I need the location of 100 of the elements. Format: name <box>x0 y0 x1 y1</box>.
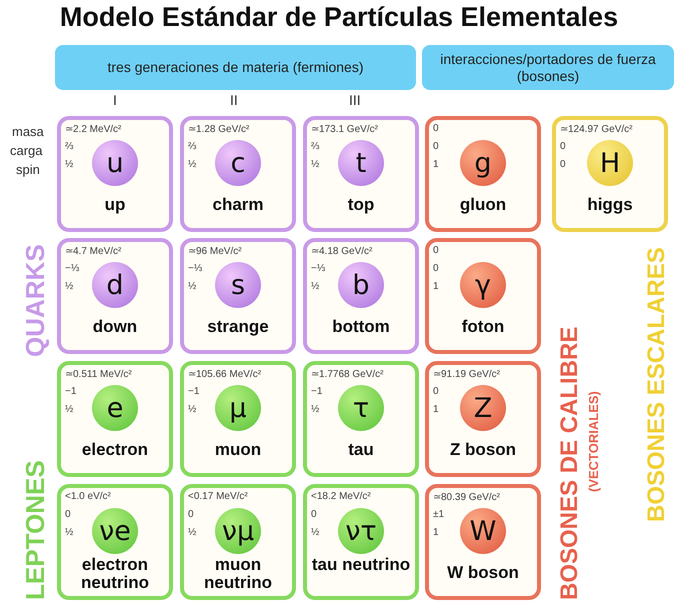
particle-name: W boson <box>446 564 520 582</box>
particle-name: electron <box>80 441 150 459</box>
particle-symbol: u <box>92 140 138 186</box>
header-band: interacciones/portadores de fuerza (bosones) <box>422 45 674 90</box>
spin-value: 1 <box>433 527 439 538</box>
particle-name: up <box>104 196 126 214</box>
spin-value: ½ <box>188 404 196 415</box>
category-label: BOSONES ESCALARES <box>643 247 671 522</box>
spin-value: ½ <box>188 281 196 292</box>
mass-value: ≃1.28 GeV/c² <box>188 123 250 135</box>
particle-card <box>57 361 173 477</box>
spin-value: ½ <box>188 527 196 538</box>
particle-card <box>303 484 419 600</box>
particle-name: charm <box>211 196 265 214</box>
particle-card <box>552 116 668 232</box>
spin-value: ½ <box>65 404 74 415</box>
spin-value: 1 <box>433 159 439 170</box>
particle-symbol: ντ <box>338 508 384 554</box>
charge-value: ⅔ <box>188 141 196 152</box>
category-label: LEPTONES <box>20 460 51 600</box>
mass-value: ≃0.511 MeV/c² <box>65 368 132 380</box>
charge-value: 0 <box>311 509 317 520</box>
particle-card <box>425 116 541 232</box>
mass-value: 0 <box>433 123 439 134</box>
particle-symbol: μ <box>215 385 261 431</box>
mass-value: ≃4.7 MeV/c² <box>65 245 122 257</box>
spin-value: ½ <box>65 281 74 292</box>
mass-value: 0 <box>433 245 439 256</box>
mass-value: <1.0 eV/c² <box>65 491 111 502</box>
particle-symbol: d <box>92 262 138 308</box>
particle-name: muon <box>214 441 262 459</box>
mass-value: ≃1.7768 GeV/c² <box>311 368 384 380</box>
mass-value: ≃96 MeV/c² <box>188 245 242 257</box>
generation-numeral: II <box>230 92 238 108</box>
charge-value: ⅔ <box>65 141 74 152</box>
charge-value: −⅓ <box>188 263 202 274</box>
category-label: BOSONES DE CALIBRE <box>556 326 584 600</box>
generation-numeral: III <box>349 92 361 108</box>
spin-value: ½ <box>311 159 320 170</box>
spin-value: ½ <box>188 159 196 170</box>
mass-value: ≃4.18 GeV/c² <box>311 245 372 257</box>
mass-value: <18.2 MeV/c² <box>311 491 371 502</box>
category-label: (VECTORIALES) <box>586 391 601 492</box>
particle-symbol: τ <box>338 385 384 431</box>
particle-symbol: H <box>587 140 633 186</box>
particle-card <box>303 361 419 477</box>
particle-card <box>303 116 419 232</box>
particle-card <box>180 361 296 477</box>
mass-value: ≃2.2 MeV/c² <box>65 123 122 135</box>
particle-card <box>425 361 541 477</box>
mass-value: <0.17 MeV/c² <box>188 491 248 502</box>
particle-name: muon neutrino <box>203 556 273 592</box>
particle-card <box>57 484 173 600</box>
mass-value: ≃105.66 MeV/c² <box>188 368 262 380</box>
header-band: tres generaciones de materia (fermiones) <box>55 45 416 90</box>
row-label: spin <box>16 162 40 177</box>
particle-card <box>57 238 173 354</box>
mass-value: ≃80.39 GeV/c² <box>433 491 500 503</box>
particle-symbol: Z <box>460 385 506 431</box>
particle-symbol: γ <box>460 262 506 308</box>
particle-symbol: W <box>460 508 506 554</box>
spin-value: ½ <box>65 159 74 170</box>
charge-value: 0 <box>433 386 439 397</box>
mass-value: ≃91.19 GeV/c² <box>433 368 500 380</box>
charge-value: 0 <box>433 263 439 274</box>
particle-symbol: νμ <box>215 508 261 554</box>
particle-name: bottom <box>331 318 391 336</box>
particle-name: tau neutrino <box>310 556 412 574</box>
charge-value: ⅔ <box>311 141 320 152</box>
particle-card <box>303 238 419 354</box>
particle-symbol: e <box>92 385 138 431</box>
charge-value: 0 <box>433 141 439 152</box>
category-label: QUARKS <box>20 244 51 357</box>
row-label: carga <box>10 143 43 158</box>
particle-name: top <box>346 196 376 214</box>
particle-name: foton <box>460 318 506 336</box>
particle-card <box>180 116 296 232</box>
title: Modelo Estándar de Partículas Elementales <box>58 2 620 33</box>
particle-symbol: b <box>338 262 384 308</box>
charge-value: −1 <box>188 386 200 397</box>
particle-name: gluon <box>458 196 508 214</box>
particle-name: higgs <box>586 196 634 214</box>
spin-value: 1 <box>433 404 439 415</box>
generation-numeral: I <box>113 92 117 108</box>
spin-value: ½ <box>311 404 320 415</box>
particle-name: down <box>92 318 138 336</box>
particle-card <box>425 238 541 354</box>
charge-value: −⅓ <box>311 263 326 274</box>
spin-value: ½ <box>311 527 320 538</box>
particle-name: Z boson <box>448 441 518 459</box>
particle-name: strange <box>206 318 270 336</box>
particle-symbol: c <box>215 140 261 186</box>
particle-card <box>57 116 173 232</box>
charge-value: ±1 <box>433 509 444 520</box>
charge-value: −1 <box>311 386 322 397</box>
mass-value: ≃124.97 GeV/c² <box>560 123 632 135</box>
particle-symbol: s <box>215 262 261 308</box>
charge-value: 0 <box>65 509 71 520</box>
spin-value: 0 <box>560 159 566 170</box>
particle-card <box>180 238 296 354</box>
